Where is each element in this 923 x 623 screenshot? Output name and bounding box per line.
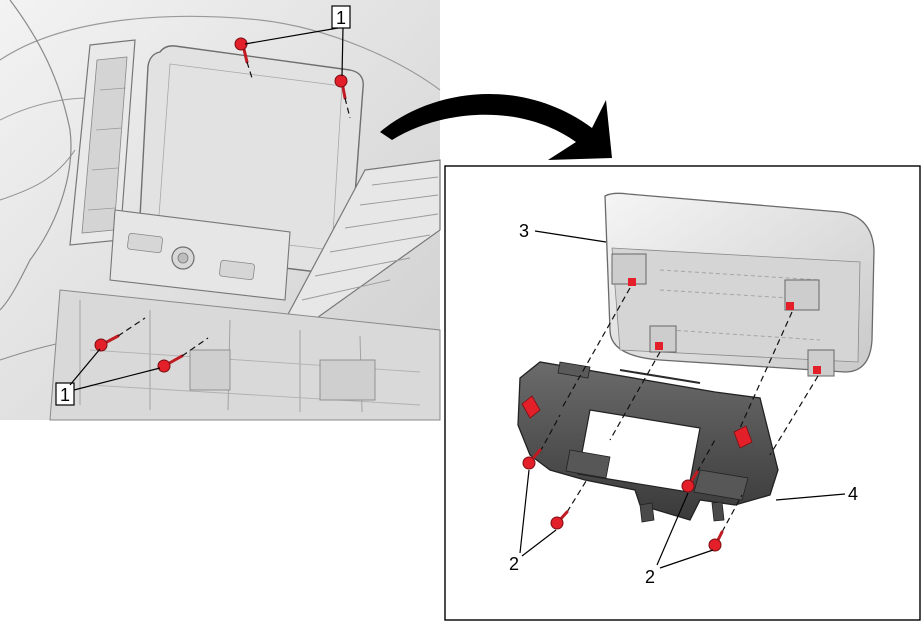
- svg-text:1: 1: [336, 8, 346, 28]
- svg-text:1: 1: [60, 385, 70, 405]
- svg-text:2: 2: [509, 554, 519, 574]
- bolt-icon: [708, 494, 743, 552]
- display-module: [604, 192, 875, 377]
- bolt-icon: [234, 37, 253, 79]
- curved-arrow-icon: [380, 94, 612, 160]
- display-bracket: [517, 361, 779, 523]
- callout-left: 1: [55, 348, 161, 406]
- bolt-icon: [334, 74, 351, 119]
- bolt-icon: [681, 437, 717, 493]
- callout-bolts-left: 2: [509, 469, 557, 574]
- bolt-icon: [94, 317, 146, 352]
- bolt-icon: [157, 337, 209, 373]
- svg-text:3: 3: [519, 221, 529, 241]
- callout-screen: 3: [519, 221, 607, 243]
- bolt-icon: [522, 414, 561, 470]
- callout-bracket: 4: [775, 484, 858, 504]
- instrument-panel-overview: [0, 0, 441, 421]
- detail-inset: 3 4 2 2: [444, 165, 921, 621]
- callout-bolts-right: 2: [645, 492, 714, 587]
- svg-text:4: 4: [848, 484, 858, 504]
- callout-top: 1: [244, 5, 351, 77]
- svg-text:2: 2: [645, 567, 655, 587]
- bolt-icon: [550, 477, 589, 530]
